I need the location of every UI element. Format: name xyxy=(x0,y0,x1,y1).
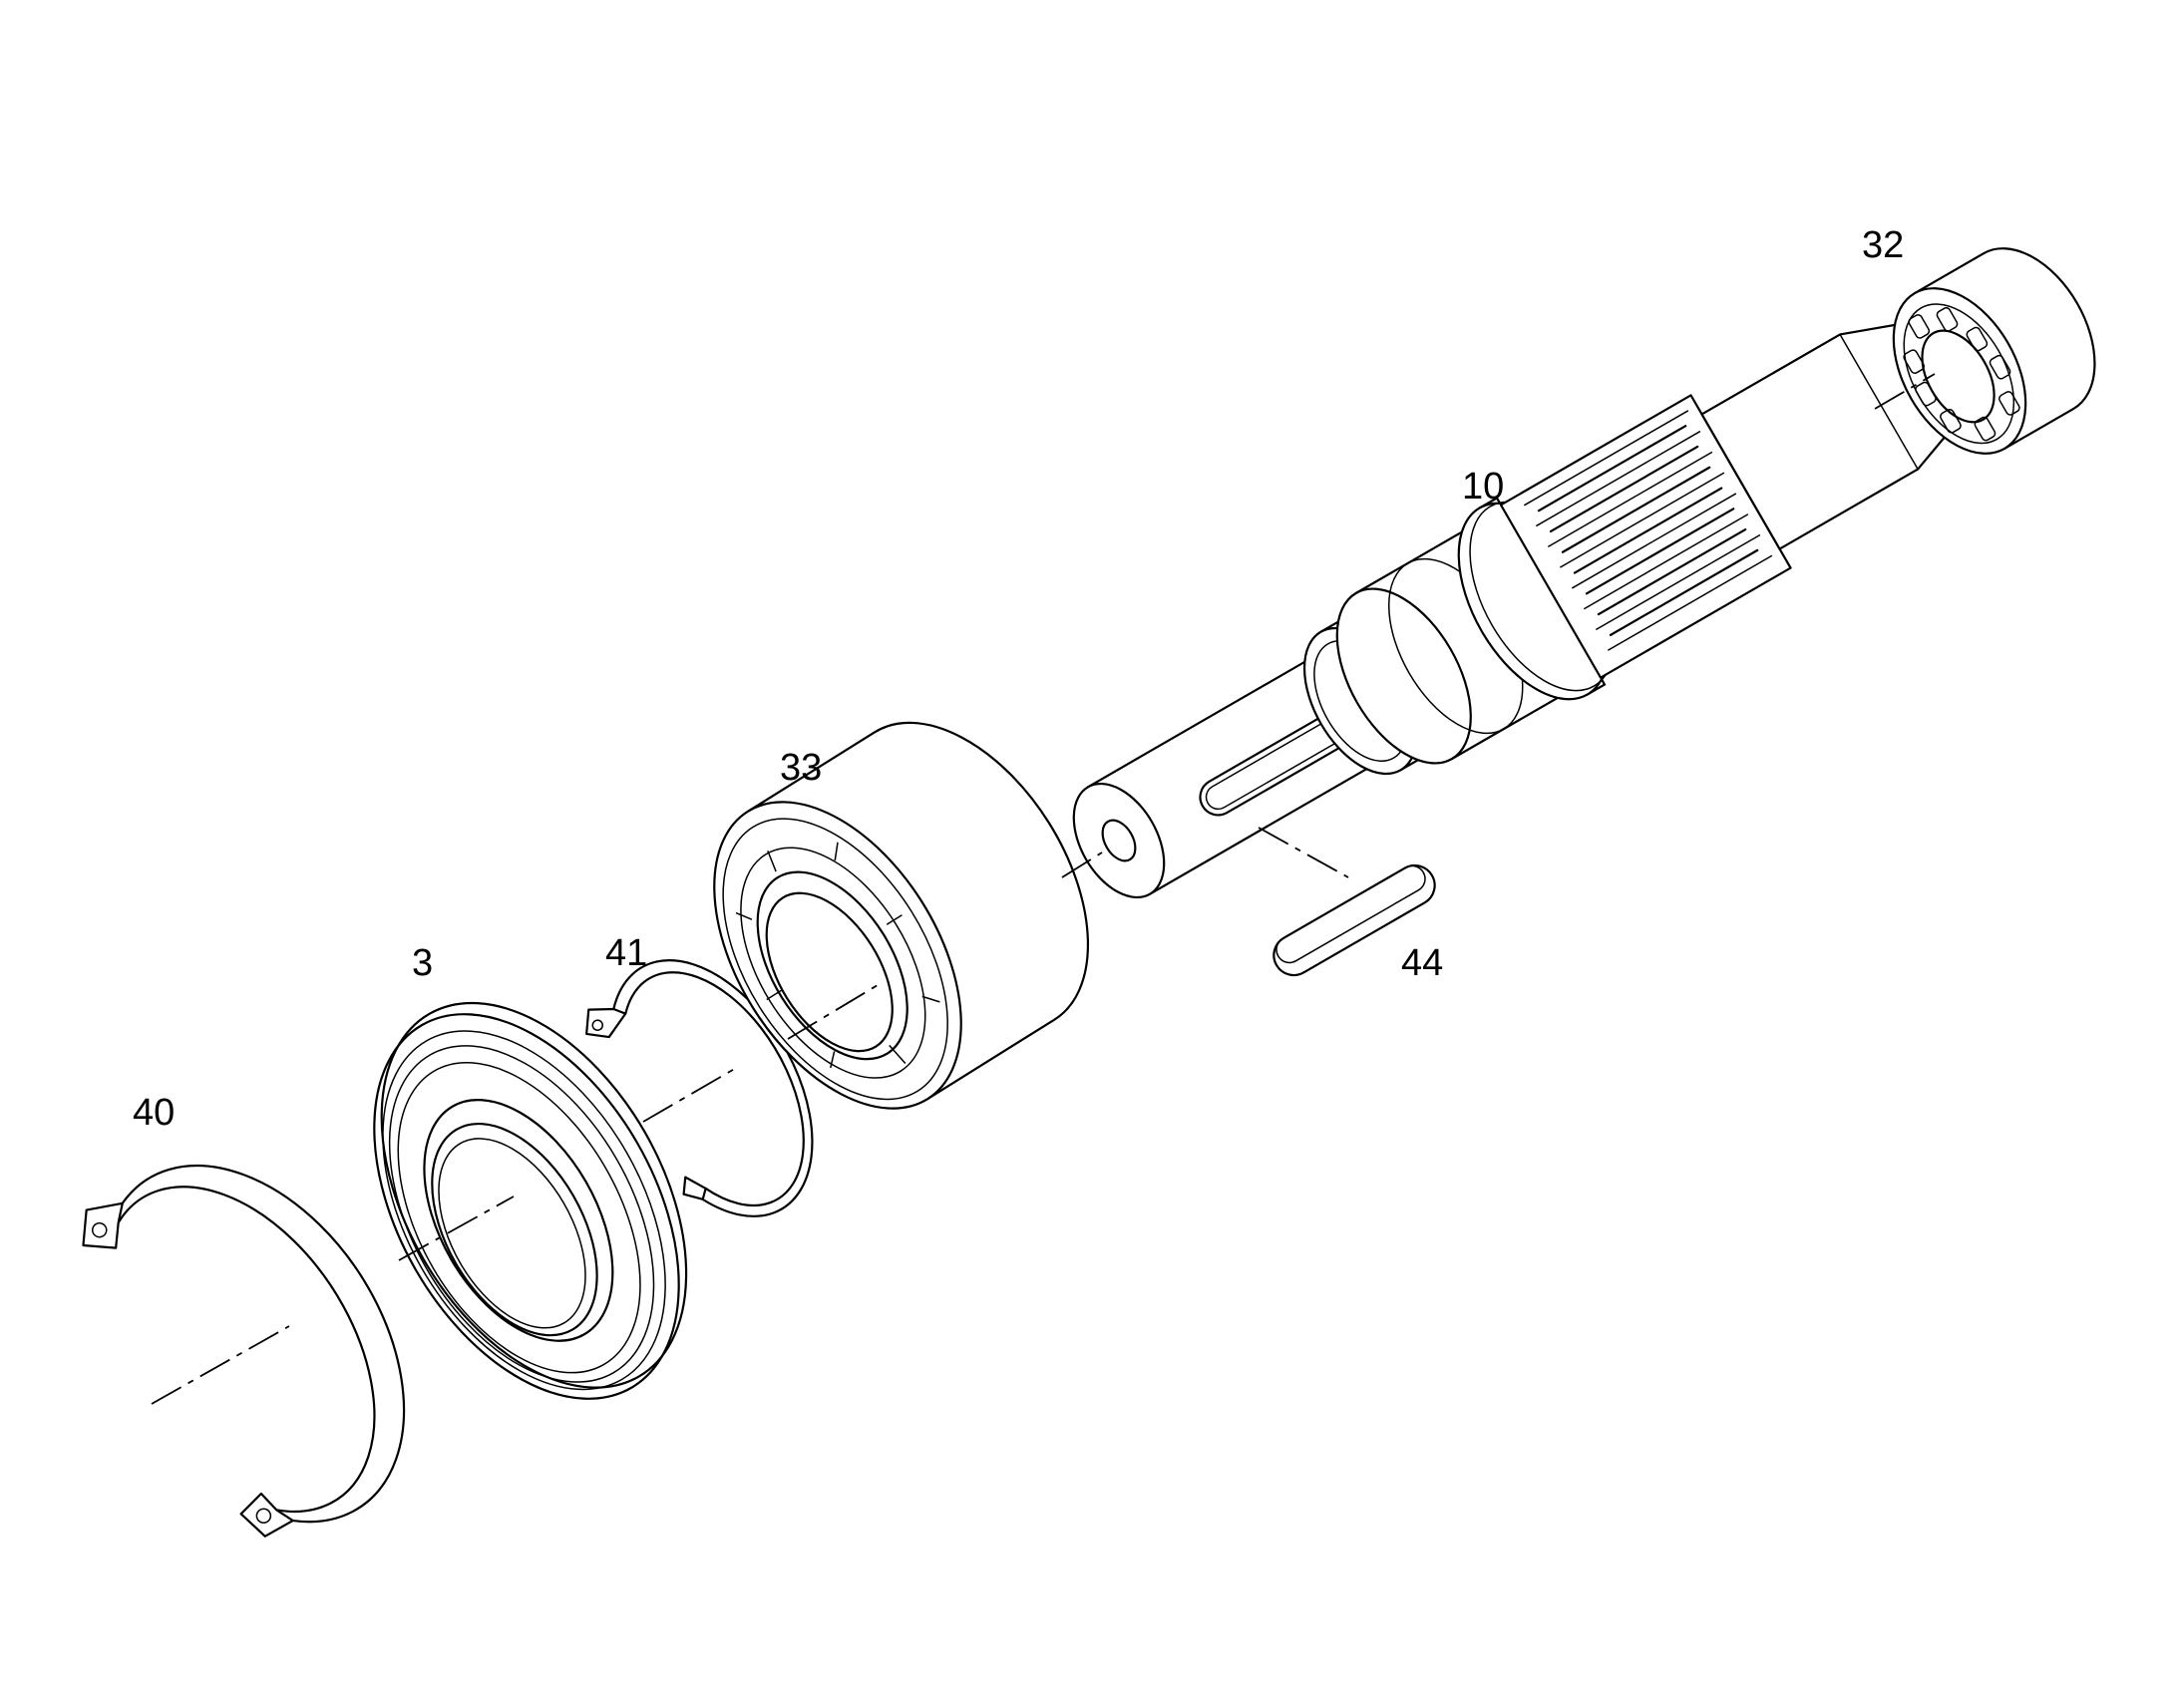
assembly-centerlines xyxy=(151,373,1936,1405)
part-40-retaining-ring xyxy=(82,1164,406,1537)
part-41-snap-ring xyxy=(585,959,814,1217)
part-44-key xyxy=(1272,863,1436,977)
callout-10: 10 xyxy=(1462,466,1504,508)
callout-33: 33 xyxy=(780,747,822,789)
callout-3: 3 xyxy=(412,942,433,984)
callout-44: 44 xyxy=(1401,942,1443,984)
callout-41: 41 xyxy=(605,932,647,974)
part-32-roller-bearing xyxy=(1892,247,2096,455)
part-33-ball-bearing xyxy=(713,721,1090,1110)
part-3-seal xyxy=(373,1001,688,1400)
callout-32: 32 xyxy=(1862,224,1904,266)
callout-labels: 40 3 41 33 44 10 32 xyxy=(133,224,1904,1134)
callout-40: 40 xyxy=(133,1092,175,1134)
